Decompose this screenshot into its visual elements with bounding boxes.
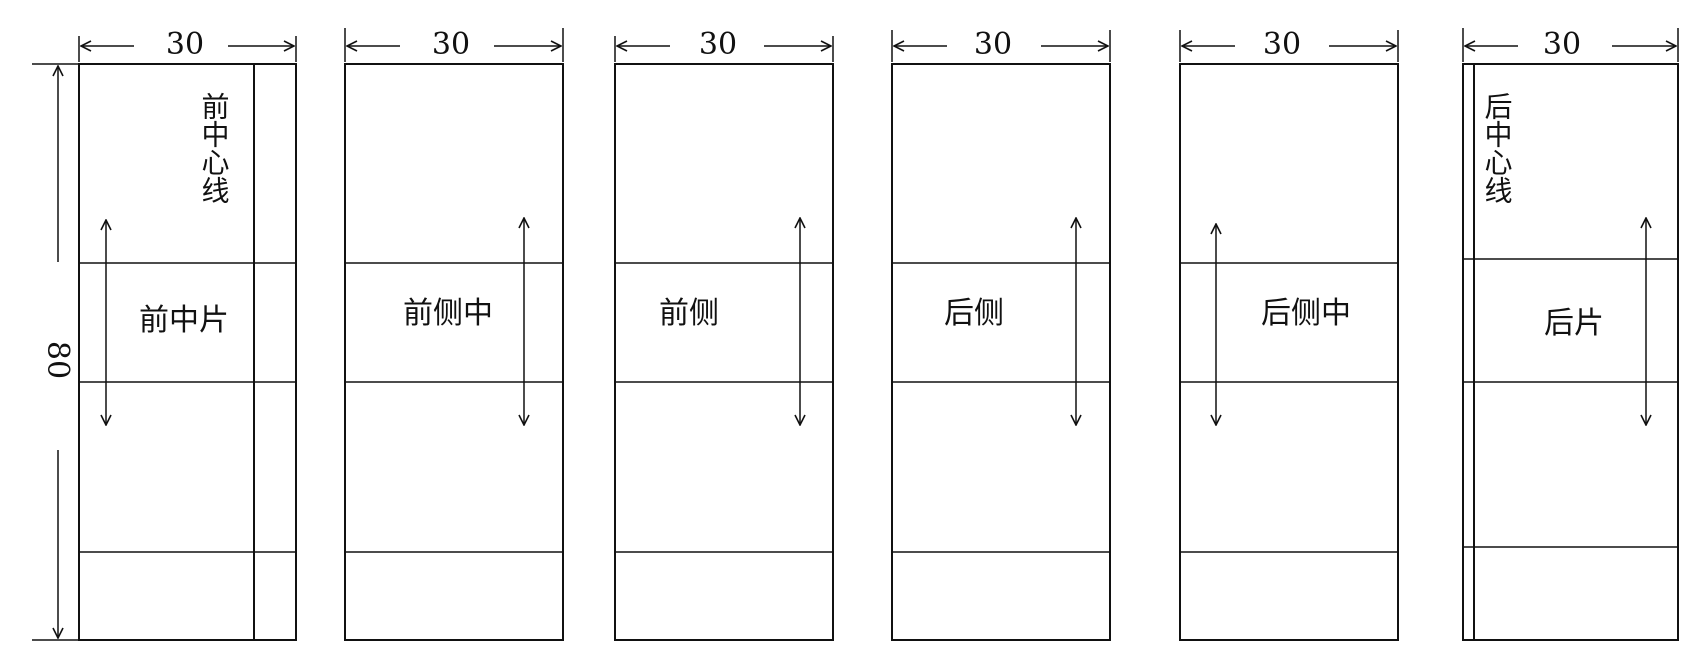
panel-front-side: 30 前侧 [614, 27, 834, 641]
height-dimension: 80 [32, 63, 80, 641]
width-label: 30 [1263, 27, 1301, 62]
panel-back-side-center: 30 后侧中 [1179, 27, 1399, 641]
panel-back: 30 后中心线 后片 [1462, 27, 1679, 641]
panel-outline [1462, 63, 1679, 641]
panel-label: 前中片 [139, 303, 229, 338]
width-label: 30 [699, 27, 737, 62]
panel-front-center: 30 前中心线 前中片 [78, 27, 297, 641]
center-line-label: 前中心线 [198, 92, 231, 204]
width-label: 30 [432, 27, 470, 62]
panel-outline [1179, 63, 1399, 641]
panel-outline [891, 63, 1111, 641]
panel-label: 后侧中 [1261, 296, 1351, 331]
panel-label: 后片 [1544, 306, 1604, 341]
panel-outline [344, 63, 564, 641]
panel-front-side-center: 30 前侧中 [344, 27, 564, 641]
panel-back-side: 30 后侧 [891, 27, 1111, 641]
width-label: 30 [166, 27, 204, 62]
center-line-label: 后中心线 [1481, 92, 1514, 204]
width-label: 30 [974, 27, 1012, 62]
panel-label: 前侧 [659, 296, 719, 331]
panel-label: 后侧 [944, 296, 1004, 331]
width-label: 30 [1543, 27, 1581, 62]
panel-label: 前侧中 [403, 296, 493, 331]
panel-outline [78, 63, 297, 641]
height-label: 80 [40, 341, 75, 379]
panel-outline [614, 63, 834, 641]
